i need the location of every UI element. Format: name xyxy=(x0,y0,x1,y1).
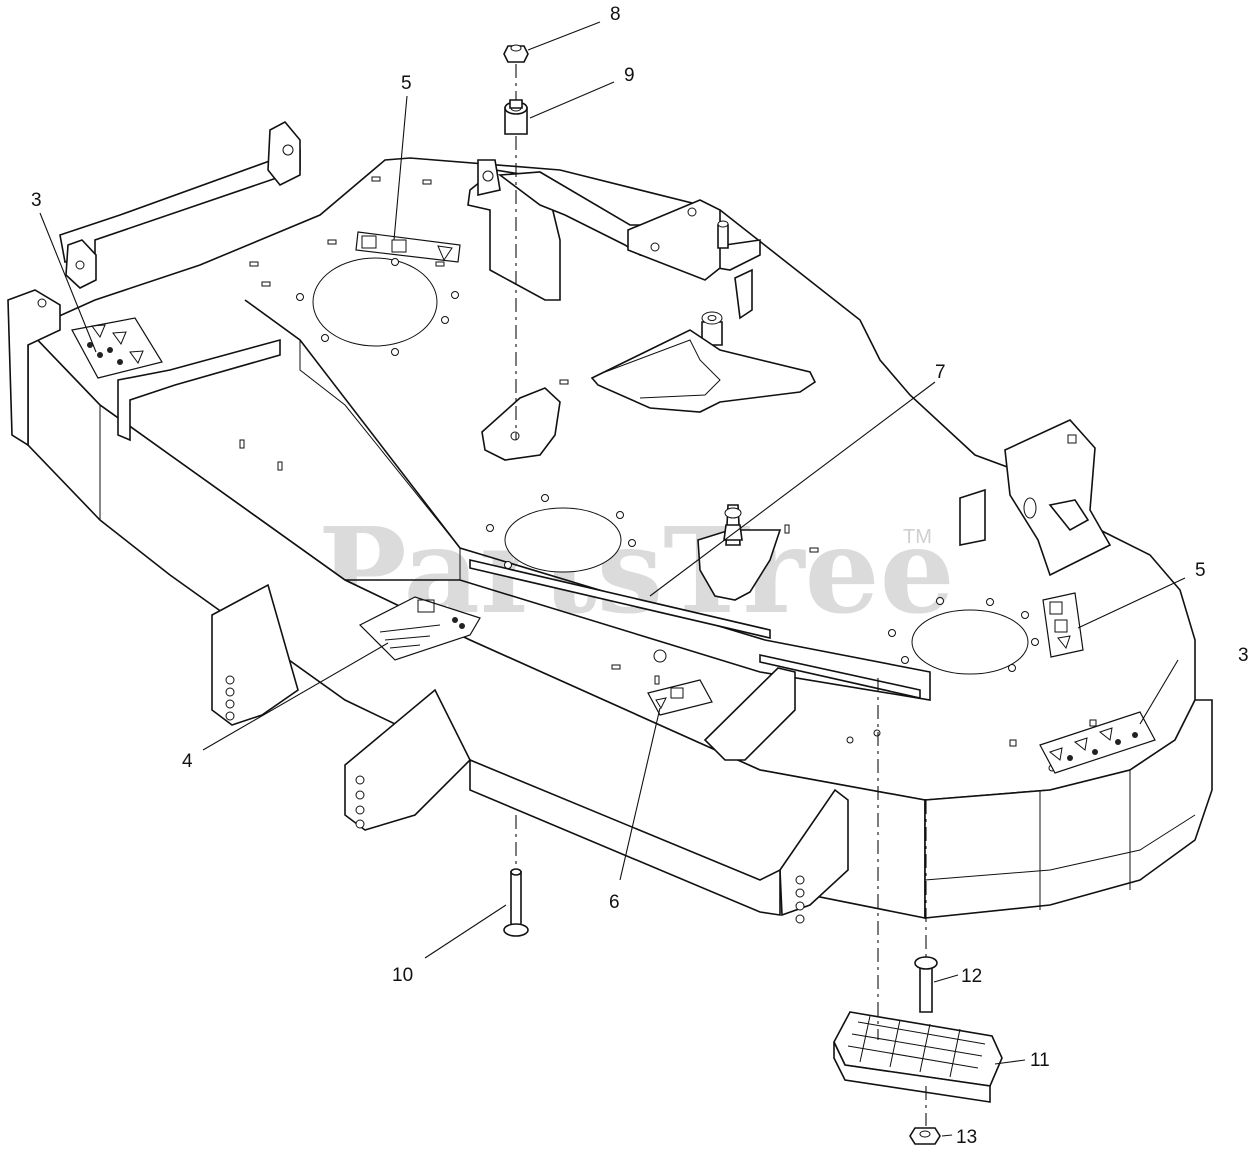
spindle-opening-right xyxy=(911,609,1029,675)
callout-3-right: 3 xyxy=(1238,645,1249,666)
callout-4: 4 xyxy=(182,751,193,772)
deck-left-end-plate xyxy=(7,289,61,447)
idler-arm-bracket xyxy=(590,329,817,413)
part-9-spacer xyxy=(504,99,528,135)
deck-slots xyxy=(239,176,1097,747)
callout-7: 7 xyxy=(935,362,946,383)
decal-4-center xyxy=(358,596,481,661)
part-10-bolt xyxy=(503,868,529,937)
spindle-stud-plate xyxy=(697,529,782,601)
idler-arm-plate xyxy=(481,387,561,461)
callout-6: 6 xyxy=(609,892,620,913)
front-hanger-center xyxy=(344,688,471,831)
decal-3-left xyxy=(71,317,163,379)
callout-11: 11 xyxy=(1030,1050,1050,1071)
decal-5-rear xyxy=(355,231,461,263)
assembly-lines xyxy=(515,64,927,1126)
callout-13: 13 xyxy=(956,1127,977,1148)
right-mount-bracket xyxy=(1004,419,1112,577)
callout-8: 8 xyxy=(610,4,621,25)
part-11-step-pad xyxy=(833,1011,1003,1103)
front-hanger-right xyxy=(779,788,849,917)
deck-left-bracket xyxy=(117,338,281,442)
watermark-trademark: TM xyxy=(903,526,932,548)
decal-5-right xyxy=(1042,592,1084,658)
front-bumper-bar xyxy=(469,758,781,916)
decal-3-right xyxy=(1039,711,1156,774)
callout-9: 9 xyxy=(624,65,635,86)
callout-10: 10 xyxy=(392,965,413,986)
center-gusset xyxy=(703,667,796,761)
deck-right-skirt xyxy=(924,699,1213,919)
leader-lines xyxy=(39,21,1186,1137)
channel-slot xyxy=(469,558,771,640)
anti-scalp-tab xyxy=(959,488,986,546)
rear-pin xyxy=(717,224,729,249)
callout-3-left: 3 xyxy=(31,190,42,211)
callout-12: 12 xyxy=(961,966,982,987)
part-12-pin xyxy=(914,956,938,1013)
decal-6-front xyxy=(647,679,713,716)
spindle-opening-center xyxy=(504,507,622,573)
spindle-opening-left xyxy=(312,257,438,347)
callouts: 8 9 5 3 7 5 3 4 6 10 12 11 13 xyxy=(31,4,1249,1148)
mower-deck xyxy=(7,120,1213,924)
callout-5-right: 5 xyxy=(1195,560,1206,581)
deck-center-channel xyxy=(244,299,931,701)
part-8-flange-nut xyxy=(503,44,529,63)
part-13-nut xyxy=(909,1127,941,1145)
callout-5-rear: 5 xyxy=(401,73,412,94)
